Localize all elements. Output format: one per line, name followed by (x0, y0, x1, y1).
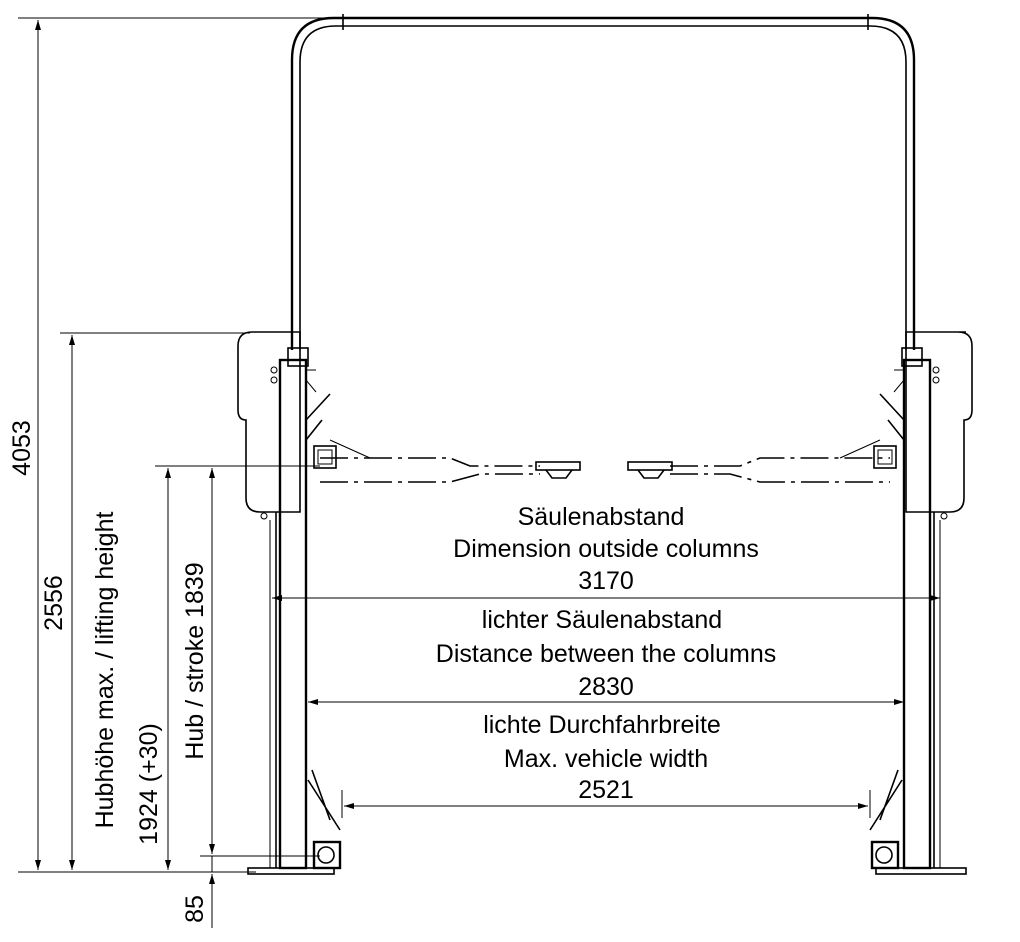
vehicle-width-label-de: lichte Durchfahrbreite (483, 711, 721, 739)
right-column (869, 331, 973, 875)
lifting-height-text-label: Hubhöhe max. / lifting height (91, 512, 119, 829)
lifting-height-value-label: 2556 (40, 575, 68, 631)
dimension-lines (18, 17, 940, 928)
lifting-height-min-label: 1924 (+30) (135, 723, 163, 845)
lift-pad-left (535, 461, 581, 479)
overhead-arch (290, 14, 916, 350)
dimension-labels: 4053 2556 Hubhöhe max. / lifting height … (8, 420, 776, 923)
left-column (237, 331, 342, 875)
total-height-label: 4053 (8, 420, 36, 476)
lift-pad-right (627, 461, 673, 479)
outside-columns-label-de: Säulenabstand (518, 503, 685, 531)
outside-columns-label-en: Dimension outside columns (453, 535, 759, 563)
lift-structure (237, 14, 973, 875)
stroke-label: Hub / stroke 1839 (181, 562, 209, 759)
between-columns-label-de: lichter Säulenabstand (482, 606, 722, 634)
outside-columns-value: 3170 (578, 567, 634, 595)
between-columns-label-en: Distance between the columns (436, 640, 776, 668)
between-columns-value: 2830 (578, 673, 634, 701)
lifting-arms (320, 439, 890, 483)
vehicle-width-label-en: Max. vehicle width (504, 745, 708, 773)
vehicle-width-value: 2521 (578, 776, 634, 804)
ground-clearance-label: 85 (181, 895, 209, 923)
